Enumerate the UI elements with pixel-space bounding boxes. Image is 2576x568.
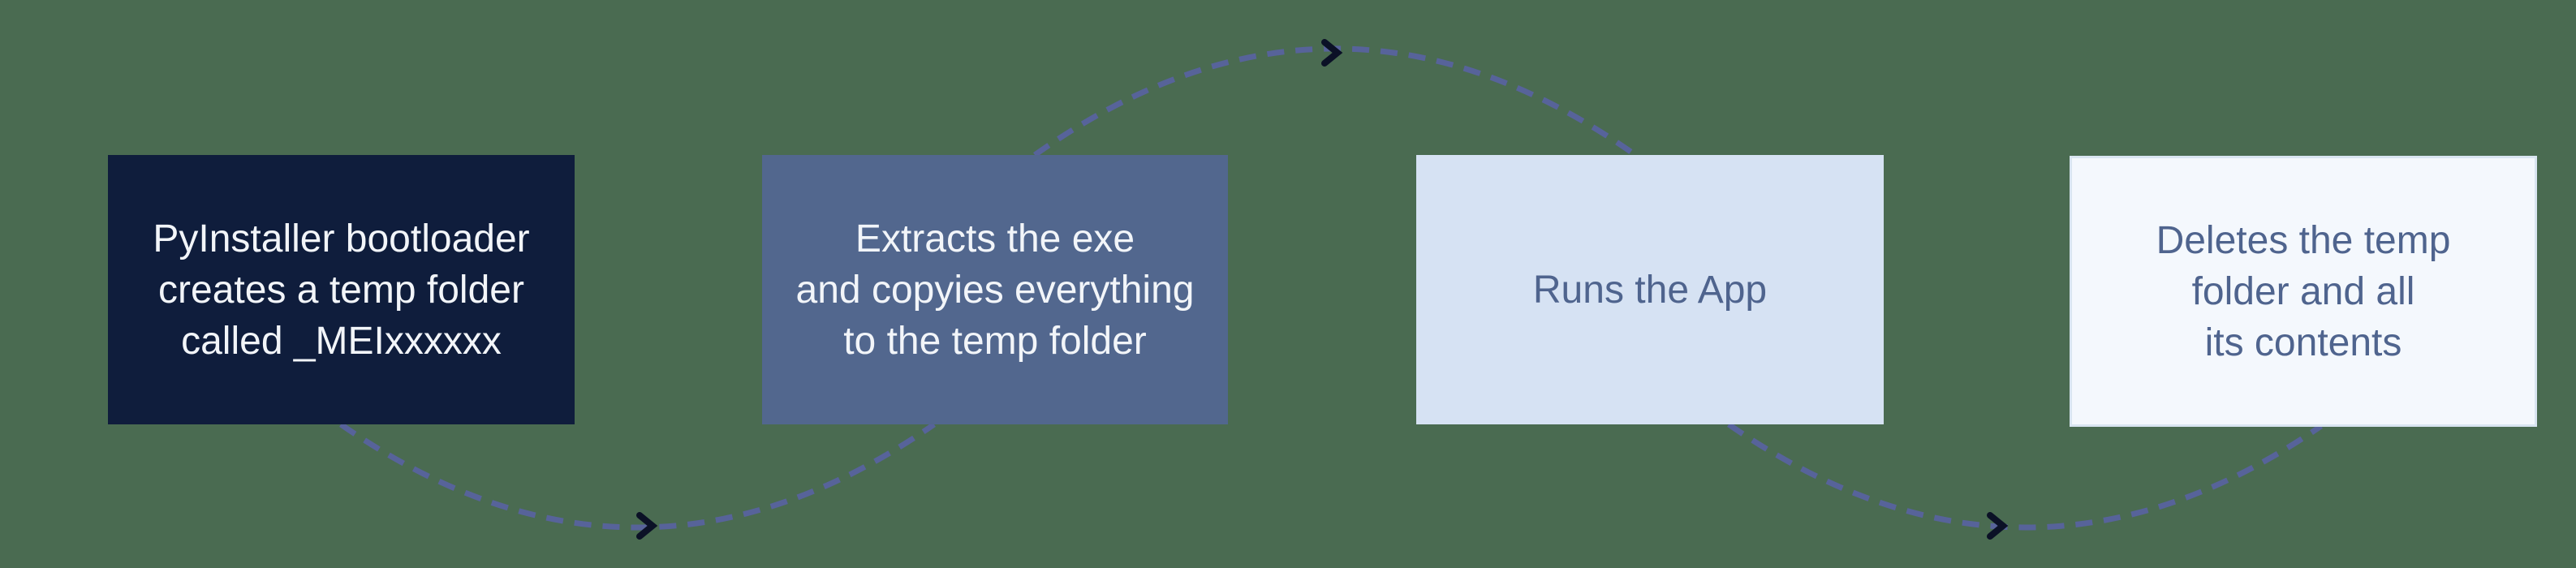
arrowhead-icon <box>1987 512 2009 540</box>
step-box-extract: Extracts the exe and copyies everything … <box>762 155 1228 424</box>
step-text-line: creates a temp folder <box>158 268 524 312</box>
dashed-arc-2 <box>1032 45 1638 157</box>
step-text-line: its contents <box>2204 321 2402 364</box>
step-text-line: and copyies everything <box>795 268 1195 312</box>
dashed-arc-1 <box>339 422 936 531</box>
step-text-line: Extracts the exe <box>855 217 1135 260</box>
step-box-bootloader: PyInstaller bootloader creates a temp fo… <box>108 155 575 424</box>
step-box-delete-temp: Deletes the temp folder and all its cont… <box>2070 156 2537 427</box>
step-box-run-app: Runs the App <box>1416 155 1884 424</box>
step-text-line: to the temp folder <box>843 319 1147 363</box>
arrowhead-icon <box>1321 39 1343 67</box>
dashed-arc-3 <box>1727 422 2323 531</box>
step-text-line: Deletes the temp <box>2156 218 2451 262</box>
step-text-line: folder and all <box>2191 269 2415 313</box>
step-text-line: Runs the App <box>1532 268 1768 312</box>
step-text-line: called _MEIxxxxxx <box>181 319 502 363</box>
arrowhead-icon <box>636 512 658 540</box>
step-text-line: PyInstaller bootloader <box>153 217 530 260</box>
